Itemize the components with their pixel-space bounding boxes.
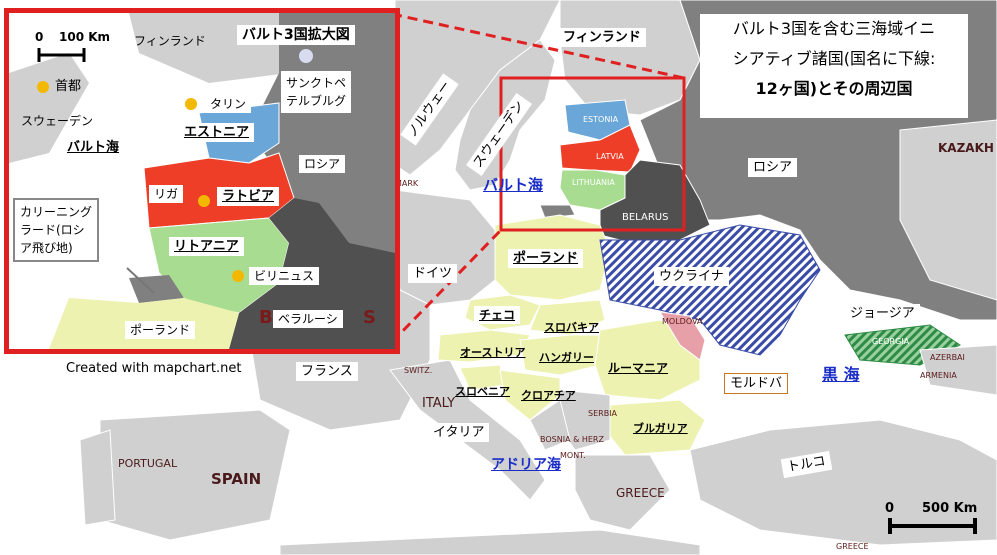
vilnius-dot bbox=[232, 270, 244, 282]
title-line-1: バルト3国を含む三海域イニ bbox=[732, 19, 936, 38]
ukraine-shape bbox=[599, 224, 821, 356]
inset-legend-capital: 首都 bbox=[55, 79, 82, 94]
inset-latvia: ラトビア bbox=[217, 187, 280, 206]
label-italy-en: ITALY bbox=[422, 396, 456, 411]
inset-poland: ポーランド bbox=[125, 321, 196, 339]
label-ukraine: ウクライナ bbox=[654, 267, 729, 286]
label-lithuania-en: LITHUANIA bbox=[572, 178, 615, 187]
inset-estonia: エストニア bbox=[179, 123, 255, 142]
label-hungary: ハンガリー bbox=[539, 351, 594, 364]
inset-finland: フィンランド bbox=[134, 34, 206, 48]
label-italy: イタリア bbox=[428, 423, 490, 442]
label-serbia-en: SERBIA bbox=[588, 409, 618, 418]
title-line-2: シアティブ諸国(国名に下線: bbox=[732, 49, 936, 68]
zoom-line-bottom bbox=[390, 228, 503, 344]
slovakia-shape bbox=[529, 299, 606, 336]
label-russia: ロシア bbox=[748, 158, 798, 177]
bosnia-shape bbox=[529, 399, 571, 451]
label-croatia: クロアチア bbox=[521, 389, 576, 402]
label-belarus-en: BELARUS bbox=[622, 212, 669, 223]
inset-b-letter: B bbox=[259, 307, 273, 328]
legend-capital-dot bbox=[37, 81, 49, 93]
label-switz-en: SWITZ. bbox=[404, 366, 433, 375]
label-georgia-en: GEORGIA bbox=[872, 337, 910, 346]
label-armenia-en: ARMENIA bbox=[920, 371, 957, 380]
label-bosnia-en: BOSNIA & HERZ bbox=[540, 435, 604, 444]
main-scale-label: 500 Km bbox=[922, 501, 978, 516]
label-romania: ルーマニア bbox=[608, 361, 669, 375]
main-scale-zero: 0 bbox=[885, 501, 895, 516]
label-slovakia: スロバキア bbox=[544, 321, 599, 334]
inset-vilnius: ビリニュス bbox=[249, 267, 320, 285]
label-black-sea: 黒 海 bbox=[822, 365, 860, 384]
label-poland: ポーランド bbox=[508, 249, 584, 268]
inset-st-petersburg: サンクトペ テルブルグ bbox=[281, 71, 352, 113]
inset-lithuania: リトアニア bbox=[169, 237, 244, 256]
kaliningrad-shape bbox=[539, 204, 576, 219]
riga-dot bbox=[198, 195, 210, 207]
inset-russia: ロシア bbox=[299, 155, 346, 173]
zoom-line-top bbox=[391, 12, 685, 80]
spain-shape bbox=[99, 409, 291, 541]
inset-baltic-sea: バルト海 bbox=[67, 140, 120, 155]
north-africa-shape bbox=[279, 529, 701, 555]
label-czech: チェコ bbox=[474, 306, 521, 324]
label-spain: SPAIN bbox=[211, 470, 262, 488]
baltic-inset: 0 100 Km 首都 フィンランド バルト3国拡大図 スウェーデン バルト海 … bbox=[4, 8, 400, 354]
label-france: フランス bbox=[296, 362, 358, 381]
title-line-3: 12ヶ国)とその周辺国 bbox=[755, 79, 913, 98]
title-box: バルト3国を含む三海域イニ シアティブ諸国(国名に下線: 12ヶ国)とその周辺国 bbox=[700, 14, 968, 118]
label-slovenia: スロベニア bbox=[455, 385, 510, 398]
inset-map bbox=[9, 13, 395, 349]
label-bulgaria: ブルガリア bbox=[633, 422, 688, 435]
label-moldova: モルドバ bbox=[724, 373, 789, 394]
azerbaijan-shape bbox=[919, 344, 997, 396]
kazakh-shape bbox=[899, 119, 997, 301]
inset-scale-label: 100 Km bbox=[59, 30, 111, 44]
zoom-frame bbox=[499, 76, 686, 232]
greece-shape bbox=[574, 454, 671, 531]
label-denmark-en: MARK bbox=[395, 179, 419, 188]
label-estonia-en: ESTONIA bbox=[583, 115, 619, 124]
inset-kaliningrad: カリーニング ラード(ロシ ア飛び地) bbox=[13, 198, 100, 262]
label-kazakh: KAZAKH bbox=[938, 141, 994, 155]
label-moldova-en: MOLDOVA bbox=[662, 317, 703, 326]
inset-belarus: ベラルーシ bbox=[273, 310, 343, 328]
inset-riga: リガ bbox=[149, 185, 184, 203]
label-azerbaijan-en: AZERBAI bbox=[930, 353, 965, 362]
inset-scale-zero: 0 bbox=[35, 30, 44, 44]
latvia-shape bbox=[559, 124, 641, 173]
credit-text: Created with mapchart.net bbox=[66, 361, 242, 376]
inset-title: バルト3国拡大図 bbox=[237, 25, 355, 45]
tallinn-dot bbox=[185, 98, 197, 110]
inset-tallinn: タリン bbox=[205, 95, 252, 113]
label-greece: GREECE bbox=[616, 486, 665, 500]
moldova-shape bbox=[659, 311, 706, 361]
label-latvia-en: LATVIA bbox=[596, 152, 624, 161]
label-germany: ドイツ bbox=[408, 264, 458, 283]
portugal-shape bbox=[79, 429, 116, 526]
label-adriatic: アドリア海 bbox=[491, 457, 561, 473]
label-montenegro-en: MONT. bbox=[560, 451, 586, 460]
inset-sweden: スウェーデン bbox=[21, 114, 94, 128]
finland-shape bbox=[559, 0, 701, 116]
austria-shape bbox=[437, 329, 531, 363]
label-greece-small: GREECE bbox=[836, 542, 869, 551]
st-petersburg-dot bbox=[299, 49, 313, 63]
label-finland: フィンランド bbox=[558, 28, 646, 47]
label-portugal: PORTUGAL bbox=[118, 457, 178, 470]
croatia-shape bbox=[499, 369, 561, 421]
label-baltic-sea: バルト海 bbox=[483, 176, 544, 194]
turkey-shape bbox=[689, 419, 997, 546]
label-georgia: ジョージア bbox=[845, 304, 920, 323]
inset-s-letter: S bbox=[363, 307, 376, 328]
label-austria: オーストリア bbox=[460, 346, 526, 359]
